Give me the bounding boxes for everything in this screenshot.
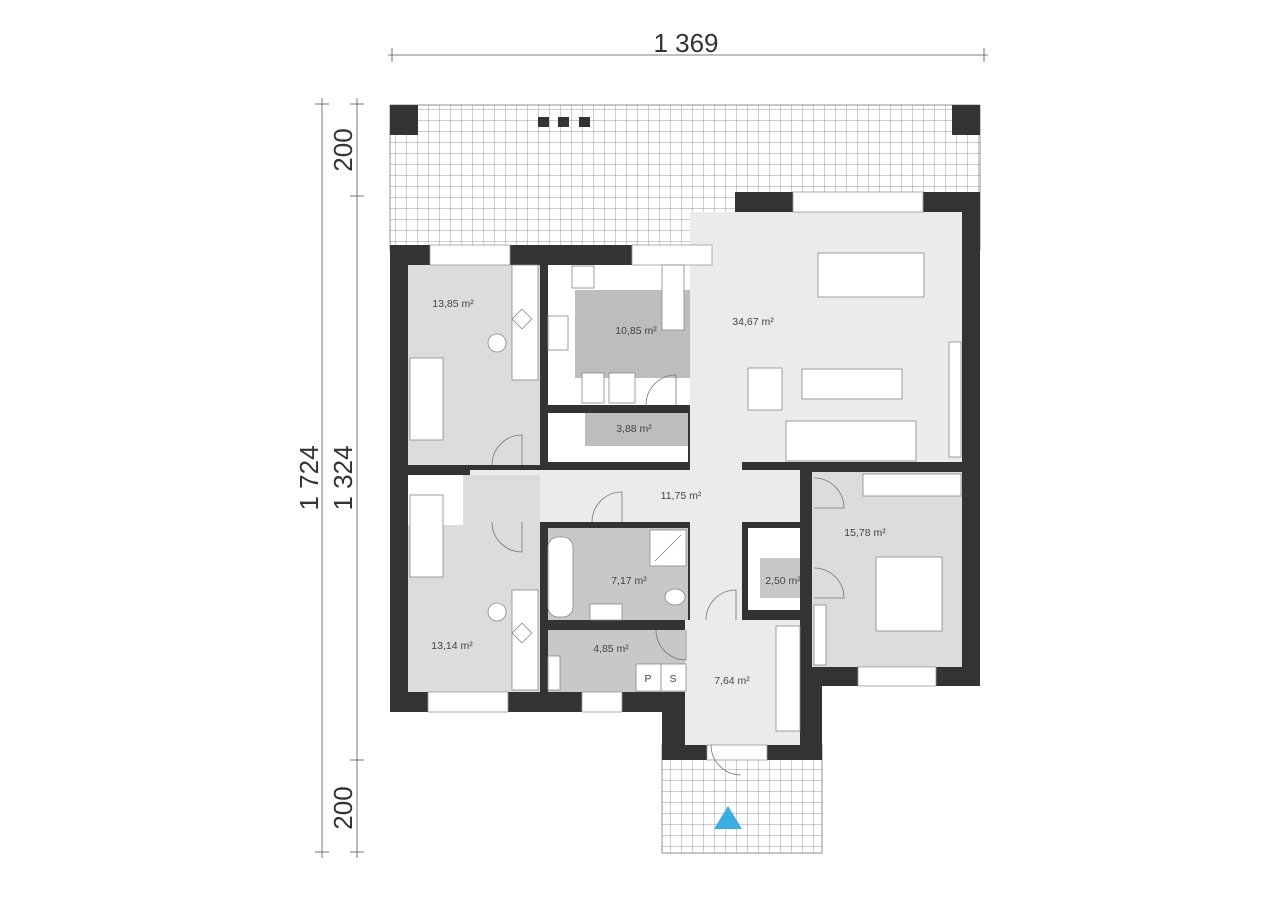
front-terrace [661, 744, 823, 854]
washer-label: P [644, 673, 651, 685]
sofa [785, 420, 917, 462]
dimension-terrace-back: 200 [328, 128, 358, 171]
dimension-lines: 1 369 1 724 200 1 324 200 [294, 28, 988, 858]
terrace-post [538, 117, 549, 127]
fridge [581, 372, 605, 404]
bathtub [547, 536, 574, 618]
dining-table [817, 252, 925, 298]
dimension-terrace-front: 200 [328, 786, 358, 829]
dimension-total-depth: 1 724 [294, 445, 324, 510]
dimension-house-depth: 1 324 [328, 445, 358, 510]
wardrobe [813, 604, 827, 666]
area-living-dining: 34,67 m² [732, 316, 774, 328]
area-pantry: 3,88 m² [616, 423, 652, 435]
tv-stand [801, 368, 903, 400]
terrace-post [558, 117, 569, 127]
dryer [660, 663, 687, 692]
boiler [608, 372, 636, 404]
laptop [511, 622, 533, 644]
area-bedroom-2: 13,14 m² [431, 640, 473, 652]
area-labels: 13,85 m² 10,85 m² 3,88 m² 34,67 m² 11,75… [431, 298, 886, 687]
furniture: P S [409, 252, 962, 732]
area-wc-utility: 4,85 m² [593, 643, 629, 655]
kitchen-counter [661, 264, 685, 331]
terrace-post [579, 117, 590, 127]
area-kitchen: 10,85 m² [615, 325, 657, 337]
entrance-marker-icon [714, 806, 742, 829]
entrance-wardrobe [775, 625, 801, 732]
area-master-bedroom: 15,78 m² [844, 527, 886, 539]
sink [547, 315, 569, 351]
terrace-pillar-right [952, 105, 980, 135]
dimension-total-width: 1 369 [653, 28, 718, 58]
area-bathroom: 7,17 m² [611, 575, 647, 587]
chair [487, 333, 507, 353]
dryer-label: S [669, 673, 676, 685]
closet-floor [760, 558, 800, 598]
armchair [747, 367, 783, 411]
desk [862, 473, 962, 497]
hall-corridor [690, 462, 742, 622]
terrace-pillar-left [390, 105, 418, 135]
area-entrance: 7,64 m² [714, 675, 750, 687]
pantry-floor [585, 413, 688, 446]
double-bed [875, 556, 943, 632]
utility-cabinet [547, 655, 561, 691]
washbasin [589, 603, 623, 621]
bed [409, 494, 444, 578]
laptop [511, 308, 533, 330]
chair [487, 602, 507, 622]
toilet [664, 588, 686, 606]
bed [409, 357, 444, 441]
cooktop [571, 265, 595, 289]
area-bedroom-1: 13,85 m² [432, 298, 474, 310]
area-closet: 2,50 m² [765, 575, 801, 587]
windows [427, 191, 937, 761]
area-hall: 11,75 m² [661, 490, 702, 502]
wardrobe [948, 341, 962, 458]
doors [491, 374, 845, 776]
